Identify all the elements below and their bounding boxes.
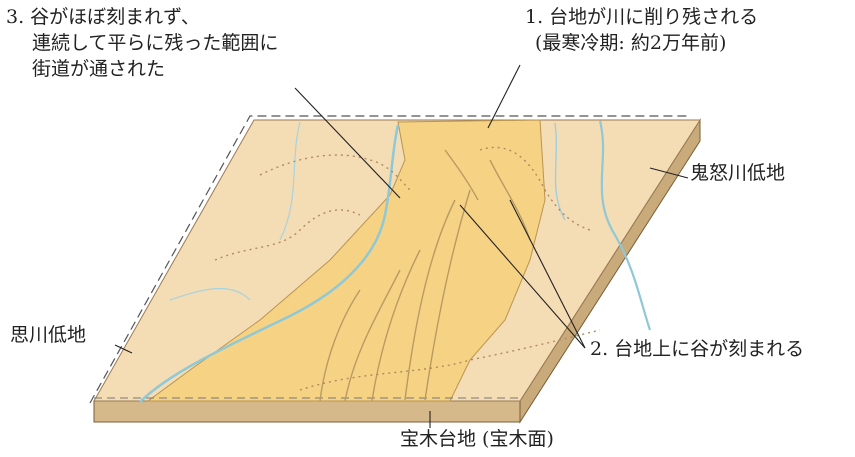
front-wall <box>93 400 521 423</box>
annotation-note1: 1. 台地が川に削り残される (最寒冷期: 約2万年前) <box>525 4 758 56</box>
valley <box>319 289 361 402</box>
label-hoshaku-plateau: 宝木台地 (宝木面) <box>400 428 554 450</box>
leader-note2-a <box>459 204 586 349</box>
river-omoigawa <box>139 124 400 403</box>
river-small-1 <box>554 122 566 221</box>
leader-note2-b <box>509 199 586 349</box>
label-omoigawa-lowland: 思川低地 <box>10 324 87 346</box>
dotted-boundary <box>259 154 411 191</box>
annotation-note3-line: 3. 谷がほぼ刻まれず、 <box>6 6 200 28</box>
river-small-3 <box>169 287 251 301</box>
valley <box>424 189 471 401</box>
leader-note1 <box>487 64 521 129</box>
valleys <box>319 149 531 402</box>
annotation-note2: 2. 台地上に谷が刻まれる <box>590 338 805 360</box>
river-small-2 <box>279 121 301 241</box>
dotted-boundary <box>299 329 601 391</box>
annotation-note1-line: (最寒冷期: 約2万年前) <box>535 32 727 54</box>
leader-kinugawa <box>649 167 689 179</box>
valley <box>404 199 456 401</box>
plateau-surface <box>146 119 546 402</box>
label-kinugawa-lowland: 鬼怒川低地 <box>690 162 786 184</box>
leader-note3 <box>294 87 401 199</box>
annotation-note1-line: 1. 台地が川に削り残される <box>525 6 759 28</box>
valley <box>371 249 421 402</box>
river-kinugawa <box>598 120 652 331</box>
dotted-boundary <box>479 146 591 231</box>
leader-lines <box>114 64 689 428</box>
annotation-note3: 3. 谷がほぼ刻まれず、 連続して平らに残った範囲に 街道が通された <box>6 4 278 82</box>
valley <box>344 269 401 402</box>
valley <box>444 149 479 201</box>
dashed-outline-left <box>89 115 690 404</box>
leader-omoigawa <box>114 344 133 354</box>
valley <box>489 159 531 241</box>
dotted-boundary <box>214 209 361 261</box>
annotation-note3-line: 連続して平らに残った範囲に <box>32 32 279 54</box>
annotation-note3-line: 街道が通された <box>32 58 166 80</box>
